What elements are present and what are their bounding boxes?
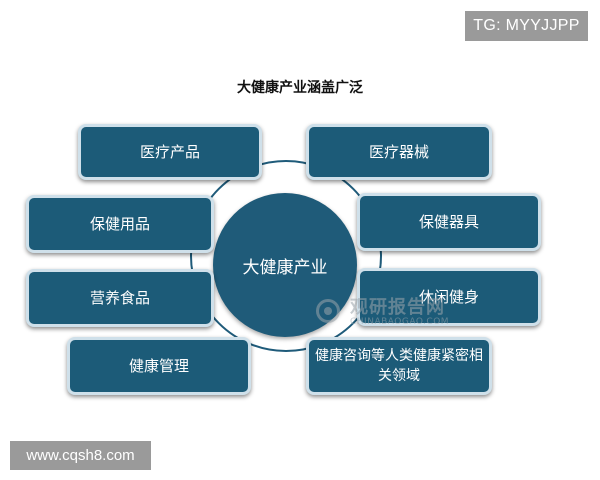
logo-name: 观研报告网 [350,297,445,318]
node-medical-devices: 医疗器械 [306,124,492,180]
node-health-consulting: 健康咨询等人类健康紧密相关领域 [306,337,492,395]
node-health-management: 健康管理 [67,337,251,395]
bottom-left-watermark: www.cqsh8.com [10,441,151,470]
node-health-care-supplies: 保健用品 [26,195,214,253]
logo-mark-icon [316,299,340,323]
diagram-title: 大健康产业涵盖广泛 [237,80,363,96]
top-right-watermark: TG: MYYJJPP [465,11,588,41]
logo-url: CHINABAOGAO.COM [350,317,450,327]
node-health-care-appliances: 保健器具 [357,193,541,251]
connector-ring [190,160,382,352]
node-medical-products: 医疗产品 [78,124,262,180]
node-nutrition-food: 营养食品 [26,269,214,327]
site-logo-watermark: 观研报告网 CHINABAOGAO.COM [316,293,466,333]
node-leisure-fitness: 休闲健身 [357,268,541,326]
